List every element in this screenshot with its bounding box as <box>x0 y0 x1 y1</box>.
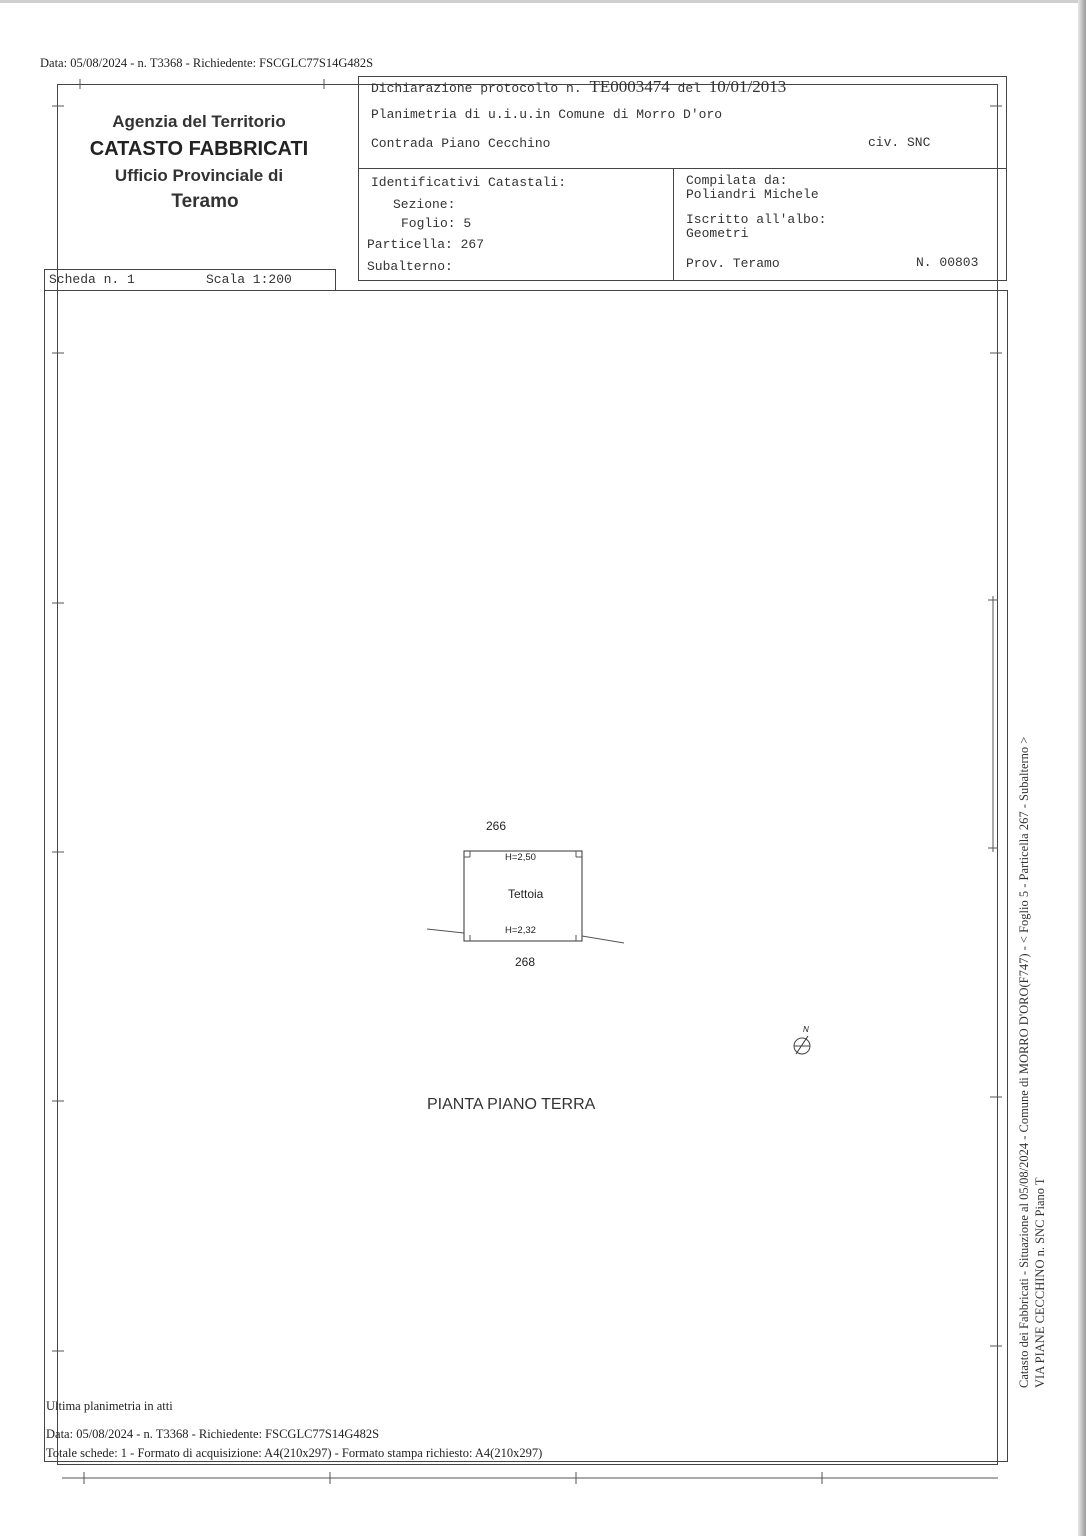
civ-value: civ. SNC <box>868 135 931 150</box>
outer-frame <box>57 84 998 1465</box>
catasto-title: CATASTO FABBRICATI <box>89 138 309 160</box>
particella-field: Particella: 267 <box>367 237 485 252</box>
scan-top-edge <box>0 0 1086 3</box>
protocol-number: TE0003474 <box>589 77 670 96</box>
identifiers-box <box>358 168 1007 281</box>
parcel-label-bottom: 268 <box>515 955 536 969</box>
height-top-label: H=2,50 <box>505 852 536 863</box>
room-name: Tettoia <box>508 887 544 901</box>
sezione-field: Sezione: <box>393 197 456 212</box>
height-bottom-label: H=2,32 <box>505 925 536 936</box>
side-text-address: VIA PIANE CECCHINO n. SNC Piano T <box>1033 1177 1047 1388</box>
plan-title: PIANTA PIANO TERRA <box>427 1096 596 1113</box>
declaration-line: Dichiarazione protocollo n. TE0003474 de… <box>371 77 786 97</box>
scheda-box <box>44 269 336 291</box>
planimetria-line: Planimetria di u.i.u.in Comune di Morro … <box>371 107 723 122</box>
north-label: N <box>803 1025 809 1034</box>
prov-value: Prov. Teramo <box>686 256 780 271</box>
side-text-main: Catasto dei Fabbricati - Situazione al 0… <box>1017 736 1031 1388</box>
ufficio-city: Teramo <box>171 191 239 212</box>
footer-ultima: Ultima planimetria in atti <box>46 1399 173 1413</box>
ufficio-title: Ufficio Provinciale di <box>114 166 284 185</box>
scan-right-edge <box>1078 0 1086 1536</box>
boundary-line-left <box>426 928 465 934</box>
subalterno-field: Subalterno: <box>367 259 453 274</box>
scheda-number: Scheda n. 1 <box>49 272 135 287</box>
declaration-label: Dichiarazione protocollo n. <box>371 81 582 96</box>
compilata-title: Compilata da: <box>686 173 788 188</box>
declaration-date: 10/01/2013 <box>708 77 787 96</box>
north-arrow-icon <box>793 1035 811 1055</box>
identifiers-divider <box>673 168 674 281</box>
compilata-name: Poliandri Michele <box>686 187 819 202</box>
boundary-line-right <box>581 935 625 944</box>
drawing-frame <box>44 290 1008 1462</box>
parcel-label-top: 266 <box>486 819 507 833</box>
tettoia-outline <box>463 850 583 942</box>
agency-title: Agenzia del Territorio <box>112 112 286 131</box>
identificativi-title: Identificativi Catastali: <box>371 175 567 190</box>
header-request-line: Data: 05/08/2024 - n. T3368 - Richiedent… <box>40 56 374 70</box>
foglio-field: Foglio: 5 <box>401 216 472 231</box>
scala-value: Scala 1:200 <box>206 272 292 287</box>
address-line: Contrada Piano Cecchino <box>371 136 551 151</box>
albo-label: Iscritto all'albo: <box>686 212 827 227</box>
albo-number: N. 00803 <box>916 255 979 270</box>
footer-data: Data: 05/08/2024 - n. T3368 - Richiedent… <box>46 1427 380 1441</box>
albo-value: Geometri <box>686 226 749 241</box>
footer-schede: Totale schede: 1 - Formato di acquisizio… <box>46 1446 543 1460</box>
declaration-del: del <box>677 81 701 96</box>
